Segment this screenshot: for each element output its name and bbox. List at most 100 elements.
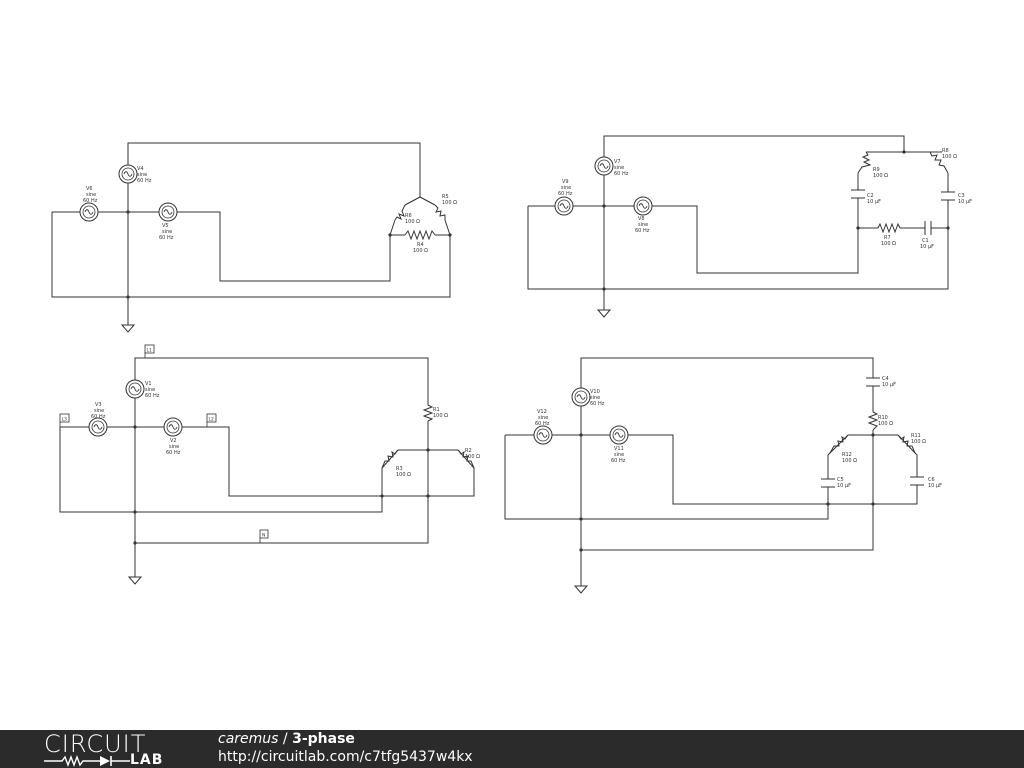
label-R4-value: 100 Ω xyxy=(413,248,428,254)
label-C3-name: C3 xyxy=(958,193,965,199)
capacitor-C6 xyxy=(910,476,924,486)
label-V7-type: sine xyxy=(614,165,624,171)
logo-subword: LAB xyxy=(130,752,164,768)
source-V3-icon xyxy=(88,417,108,437)
label-V7-name: V7 xyxy=(614,159,621,165)
label-R11-name: R11 xyxy=(911,433,921,439)
logo-wordmark: CIRCUIT xyxy=(44,730,147,758)
resistor-R3 xyxy=(381,449,399,469)
svg-text:L2: L2 xyxy=(209,417,215,423)
label-V5-type: sine xyxy=(162,229,172,235)
label-C2-value: 10 µF xyxy=(867,199,881,205)
label-V4-type: sine xyxy=(137,172,147,178)
label-C3-value: 10 µF xyxy=(958,199,972,205)
label-V2-type: sine xyxy=(169,444,179,450)
source-V8-icon xyxy=(633,196,653,216)
label-V3-name: V3 xyxy=(95,402,102,408)
label-R12-value: 100 Ω xyxy=(842,458,857,464)
label-V4-freq: 60 Hz xyxy=(137,178,152,184)
ground-icon xyxy=(121,324,135,333)
resistor-R4 xyxy=(404,229,436,241)
label-R7-name: R7 xyxy=(884,235,891,241)
label-V10-freq: 60 Hz xyxy=(590,401,605,407)
circuit-bottom-left: L1 L3 L2 N V1 sine 60 Hz V3 sine 60 Hz V… xyxy=(59,344,480,585)
label-C1-value: 10 µF xyxy=(920,244,934,250)
label-C4-value: 10 µF xyxy=(882,382,896,388)
svg-text:N: N xyxy=(262,533,265,539)
circuit-top-left: V4 sine 60 Hz V6 sine 60 Hz V5 sine 60 H… xyxy=(51,142,457,333)
label-R7-value: 100 Ω xyxy=(881,241,896,247)
circuit-top-right: V7 sine 60 Hz V9 sine 60 Hz V8 sine 60 H… xyxy=(527,135,972,318)
label-V3-type: sine xyxy=(94,408,104,414)
label-V8-type: sine xyxy=(638,222,648,228)
svg-text:L1: L1 xyxy=(147,348,153,354)
source-V5-icon xyxy=(158,202,178,222)
label-R8-name: R8 xyxy=(942,148,949,154)
label-V12-freq: 60 Hz xyxy=(535,421,550,427)
capacitor-C3 xyxy=(941,191,955,201)
source-V6-icon xyxy=(79,202,99,222)
label-V6-freq: 60 Hz xyxy=(83,198,98,204)
label-V1-freq: 60 Hz xyxy=(145,393,160,399)
source-V12-icon xyxy=(533,425,553,445)
label-R1-name: R1 xyxy=(433,407,440,413)
source-V1-icon xyxy=(125,379,145,399)
label-V9-freq: 60 Hz xyxy=(558,191,573,197)
circuit-url[interactable]: http://circuitlab.com/c7tfg5437w4kx xyxy=(218,749,473,765)
label-V12-type: sine xyxy=(538,415,548,421)
capacitor-C2 xyxy=(851,189,865,199)
label-V6-name: V6 xyxy=(86,186,93,192)
net-label-N: N xyxy=(259,529,269,543)
label-V1-type: sine xyxy=(145,387,155,393)
label-V9-name: V9 xyxy=(562,179,569,185)
label-R5-value: 100 Ω xyxy=(442,200,457,206)
label-R4-name: R4 xyxy=(417,242,424,248)
label-C6-value: 10 µF xyxy=(928,483,942,489)
label-C6-name: C6 xyxy=(928,477,935,483)
label-C2-name: C2 xyxy=(867,193,874,199)
circuit-title: 3-phase xyxy=(292,731,355,747)
label-V2-freq: 60 Hz xyxy=(166,450,181,456)
label-V2-name: V2 xyxy=(170,438,177,444)
label-V9-type: sine xyxy=(561,185,571,191)
source-V4-icon xyxy=(118,164,138,184)
label-R8-value: 100 Ω xyxy=(942,154,957,160)
capacitor-C1 xyxy=(924,221,932,235)
label-R12-name: R12 xyxy=(842,452,852,458)
label-C1-name: C1 xyxy=(922,238,929,244)
label-V11-type: sine xyxy=(614,452,624,458)
source-V11-icon xyxy=(609,425,629,445)
label-V11-freq: 60 Hz xyxy=(611,458,626,464)
net-label-L2: L2 xyxy=(206,413,217,427)
resistor-R10 xyxy=(867,411,879,431)
resistor-R6 xyxy=(394,204,406,221)
author-link[interactable]: caremus xyxy=(218,731,279,747)
label-V10-name: V10 xyxy=(590,389,600,395)
ground-icon xyxy=(597,309,611,318)
resistor-R5 xyxy=(434,204,446,220)
label-C4-name: C4 xyxy=(882,376,889,382)
label-R6-value: 100 Ω xyxy=(405,219,420,225)
label-R9-name: R9 xyxy=(873,167,880,173)
source-V2-icon xyxy=(163,417,183,437)
net-label-L3: L3 xyxy=(59,413,70,427)
label-R3-value: 100 Ω xyxy=(396,472,411,478)
net-label-L1: L1 xyxy=(144,344,155,358)
label-R5-name: R5 xyxy=(442,194,449,200)
circuitlab-logo[interactable]: CIRCUIT LAB xyxy=(44,732,194,768)
schematic-canvas: V4 sine 60 Hz V6 sine 60 Hz V5 sine 60 H… xyxy=(51,135,972,594)
capacitor-C5 xyxy=(821,478,835,488)
svg-text:L3: L3 xyxy=(62,417,68,423)
label-C5-name: C5 xyxy=(837,477,844,483)
label-R6-name: R6 xyxy=(405,213,412,219)
label-V5-name: V5 xyxy=(162,223,169,229)
source-V10-icon xyxy=(571,387,591,407)
label-V12-name: V12 xyxy=(537,409,547,415)
capacitor-C4 xyxy=(866,377,880,387)
label-V11-name: V11 xyxy=(614,446,624,452)
label-C5-value: 10 µF xyxy=(837,483,851,489)
label-V3-freq: 60 Hz xyxy=(91,414,106,420)
resistor-R7 xyxy=(877,222,901,234)
source-V7-icon xyxy=(594,156,614,176)
label-V8-freq: 60 Hz xyxy=(635,228,650,234)
